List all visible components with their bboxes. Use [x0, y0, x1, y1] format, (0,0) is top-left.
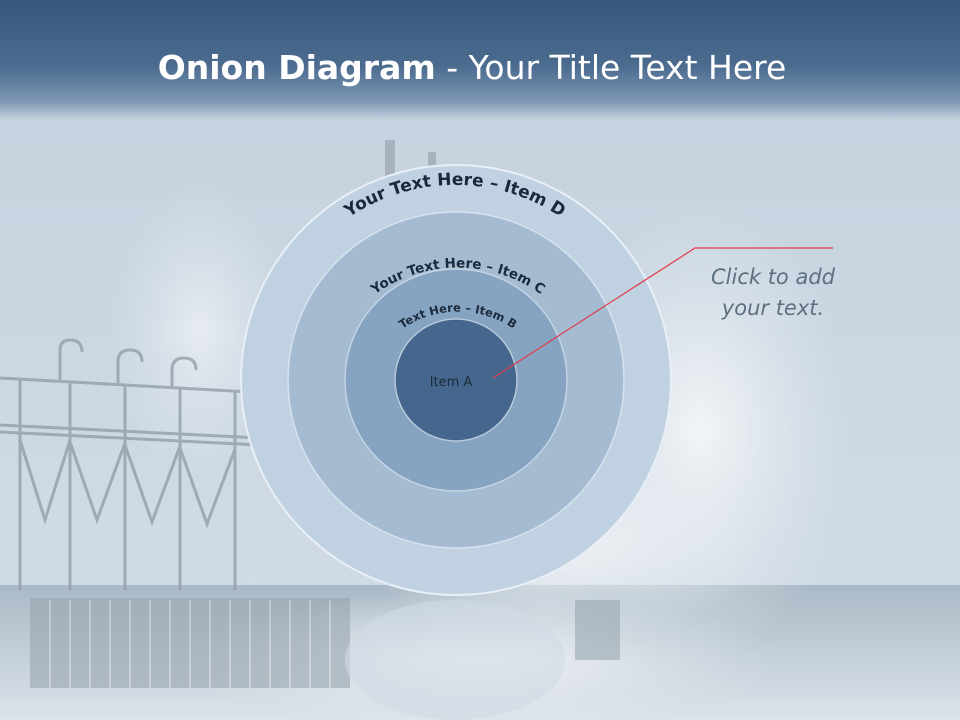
title-rest: - Your Title Text Here	[435, 48, 787, 87]
callout-line	[492, 247, 833, 379]
ring-label-item-a: Item A	[430, 375, 473, 390]
title-bar	[0, 0, 960, 120]
ring-item-a[interactable]	[394, 318, 518, 442]
callout-text[interactable]: Click to add your text.	[710, 265, 835, 320]
slide-title[interactable]: Onion Diagram - Your Title Text Here	[0, 46, 944, 90]
title-bold: Onion Diagram	[157, 48, 436, 87]
